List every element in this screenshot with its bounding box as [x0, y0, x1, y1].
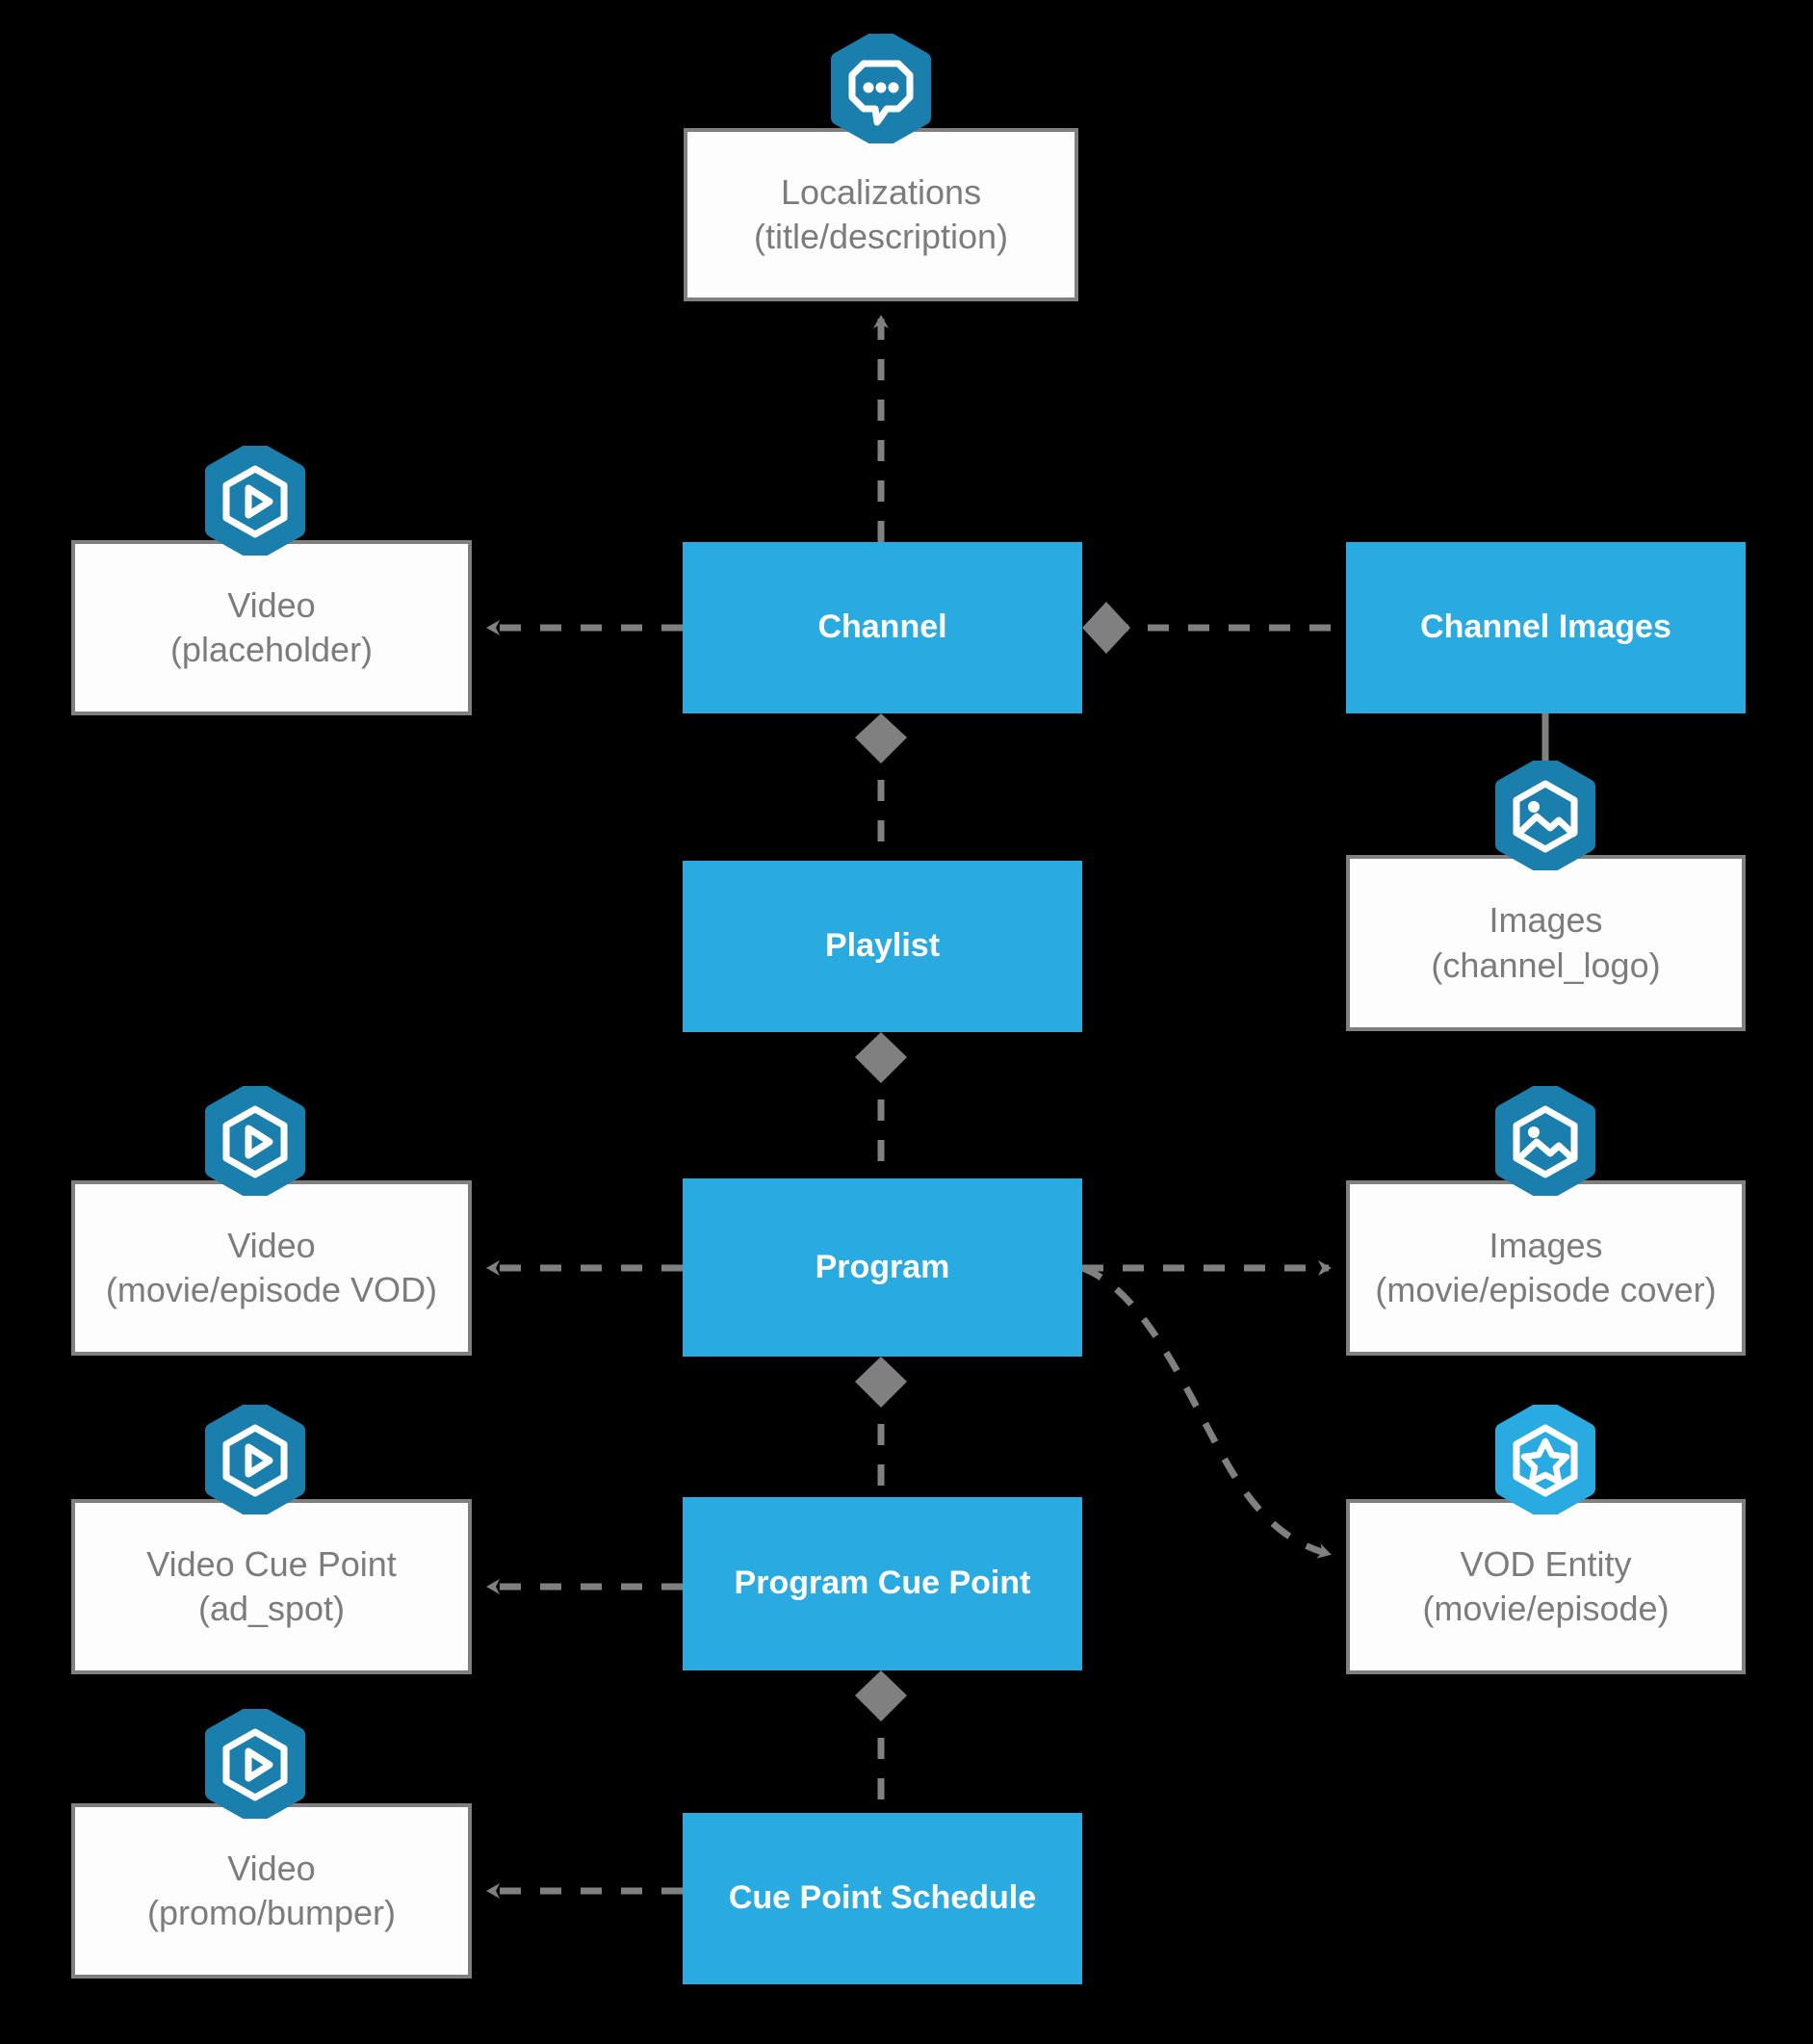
node-video-placeholder[interactable]: Video (placeholder) [71, 540, 472, 715]
node-images-cover-label: Images (movie/episode cover) [1375, 1225, 1717, 1309]
image-icon [1495, 761, 1595, 870]
composition-diamond [855, 1670, 907, 1721]
node-program-label: Program [815, 1248, 950, 1285]
node-images-cover[interactable]: Images (movie/episode cover) [1346, 1180, 1746, 1356]
node-localizations[interactable]: Localizations (title/description) [684, 128, 1078, 301]
node-video-vod-label: Video (movie/episode VOD) [105, 1225, 438, 1309]
edge-pcp-cue-point-schedule [855, 1670, 907, 1813]
composition-diamond [1082, 602, 1130, 654]
edge-program-program-cue-point [855, 1357, 907, 1497]
node-channel-images[interactable]: Channel Images [1346, 542, 1746, 713]
node-localizations-label: Localizations (title/description) [753, 171, 1009, 256]
node-channel-images-label: Channel Images [1420, 608, 1671, 646]
composition-diamond [855, 1032, 907, 1083]
node-vod-entity[interactable]: VOD Entity (movie/episode) [1346, 1499, 1746, 1674]
node-program-cue-point[interactable]: Program Cue Point [683, 1497, 1082, 1670]
node-program-cue-point-label: Program Cue Point [734, 1565, 1031, 1602]
node-vod-entity-label: VOD Entity (movie/episode) [1422, 1543, 1670, 1628]
video-play-icon [205, 1709, 305, 1819]
star-icon [1495, 1405, 1595, 1514]
video-play-icon [205, 1086, 305, 1196]
node-program[interactable]: Program [683, 1178, 1082, 1357]
node-cue-point-schedule-label: Cue Point Schedule [728, 1879, 1037, 1917]
node-playlist[interactable]: Playlist [683, 861, 1082, 1032]
edge-program-vod-entity [1080, 1264, 1332, 1559]
edge-channel-playlist [855, 713, 907, 861]
image-icon [1495, 1086, 1595, 1196]
composition-diamond [855, 713, 907, 763]
video-play-icon [205, 1405, 305, 1514]
node-video-cue-point[interactable]: Video Cue Point (ad_spot) [71, 1499, 472, 1674]
video-play-icon [205, 446, 305, 556]
node-channel[interactable]: Channel [683, 542, 1082, 713]
node-images-channel-logo-label: Images (channel_logo) [1431, 900, 1661, 985]
node-video-promo[interactable]: Video (promo/bumper) [71, 1803, 472, 1979]
node-images-channel-logo[interactable]: Images (channel_logo) [1346, 855, 1746, 1031]
node-playlist-label: Playlist [824, 927, 941, 965]
node-video-promo-label: Video (promo/bumper) [146, 1848, 397, 1932]
node-video-vod[interactable]: Video (movie/episode VOD) [71, 1180, 472, 1356]
chat-bubble-icon [831, 34, 931, 143]
node-video-cue-point-label: Video Cue Point (ad_spot) [146, 1543, 397, 1628]
edge-playlist-program [855, 1032, 907, 1178]
edge-channel-channel-images [1082, 602, 1346, 654]
composition-diamond [855, 1357, 907, 1408]
node-channel-label: Channel [817, 608, 947, 646]
node-video-placeholder-label: Video (placeholder) [169, 584, 374, 669]
node-cue-point-schedule[interactable]: Cue Point Schedule [683, 1813, 1082, 1984]
